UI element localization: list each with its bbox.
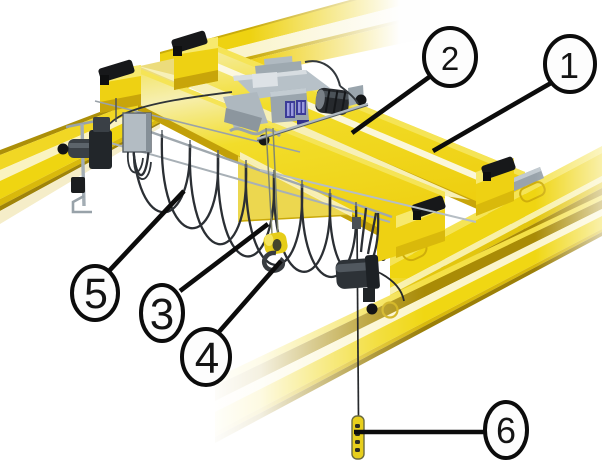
svg-text:1: 1 <box>559 45 579 86</box>
svg-text:5: 5 <box>84 270 108 318</box>
svg-text:3: 3 <box>150 290 174 339</box>
svg-text:4: 4 <box>195 334 219 383</box>
svg-text:6: 6 <box>496 410 516 451</box>
svg-text:2: 2 <box>441 40 459 77</box>
